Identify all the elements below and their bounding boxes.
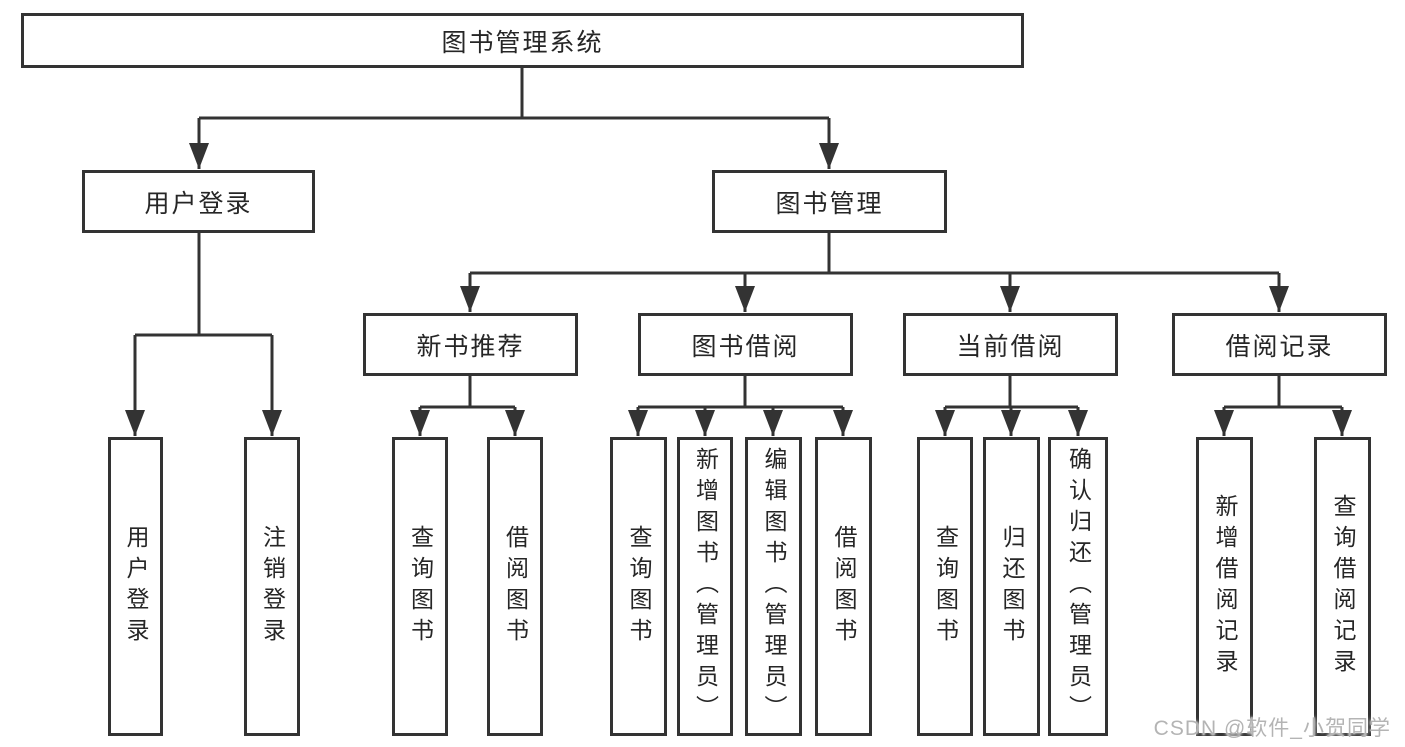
leaf-newrec-query-book: 查询图书 xyxy=(392,437,448,736)
leaf-edit-book-admin: 编辑图书（管理员） xyxy=(745,437,802,736)
leaf-return-book-label: 归还图书 xyxy=(999,524,1025,649)
leaf-confirm-return-admin: 确认归还（管理员） xyxy=(1048,437,1108,736)
node-user-login: 用户登录 xyxy=(82,170,315,233)
leaf-edit-book-admin-label: 编辑图书（管理员） xyxy=(761,447,787,726)
leaf-add-borrow-record-label: 新增借阅记录 xyxy=(1212,493,1238,680)
leaf-query-borrow-record-label: 查询借阅记录 xyxy=(1330,493,1356,680)
leaf-current-query-book: 查询图书 xyxy=(917,437,973,736)
leaf-return-book: 归还图书 xyxy=(983,437,1040,736)
node-borrow-records: 借阅记录 xyxy=(1172,313,1387,376)
leaf-user-login-label: 用户登录 xyxy=(123,524,149,649)
watermark: CSDN @软件_小贺同学 xyxy=(1153,717,1391,740)
leaf-newrec-borrow-book-label: 借阅图书 xyxy=(502,524,529,649)
leaf-add-borrow-record: 新增借阅记录 xyxy=(1196,437,1253,736)
node-book-borrow: 图书借阅 xyxy=(638,313,853,376)
leaf-add-book-admin: 新增图书（管理员） xyxy=(677,437,733,736)
leaf-user-login: 用户登录 xyxy=(108,437,163,736)
leaf-newrec-query-book-label: 查询图书 xyxy=(407,524,434,649)
leaf-borrow-query-book: 查询图书 xyxy=(610,437,667,736)
leaf-borrow-borrow-book-label: 借阅图书 xyxy=(831,524,857,649)
node-root: 图书管理系统 xyxy=(21,13,1024,68)
leaf-query-borrow-record: 查询借阅记录 xyxy=(1314,437,1371,736)
leaf-logout-label: 注销登录 xyxy=(259,524,286,649)
leaf-add-book-admin-label: 新增图书（管理员） xyxy=(692,447,719,726)
node-book-mgmt: 图书管理 xyxy=(712,170,947,233)
node-current-borrow: 当前借阅 xyxy=(903,313,1118,376)
leaf-confirm-return-admin-label: 确认归还（管理员） xyxy=(1065,447,1092,726)
leaf-newrec-borrow-book: 借阅图书 xyxy=(487,437,543,736)
leaf-current-query-book-label: 查询图书 xyxy=(932,524,959,649)
leaf-borrow-borrow-book: 借阅图书 xyxy=(815,437,872,736)
leaf-logout: 注销登录 xyxy=(244,437,300,736)
node-new-book-rec: 新书推荐 xyxy=(363,313,578,376)
leaf-borrow-query-book-label: 查询图书 xyxy=(626,524,652,649)
